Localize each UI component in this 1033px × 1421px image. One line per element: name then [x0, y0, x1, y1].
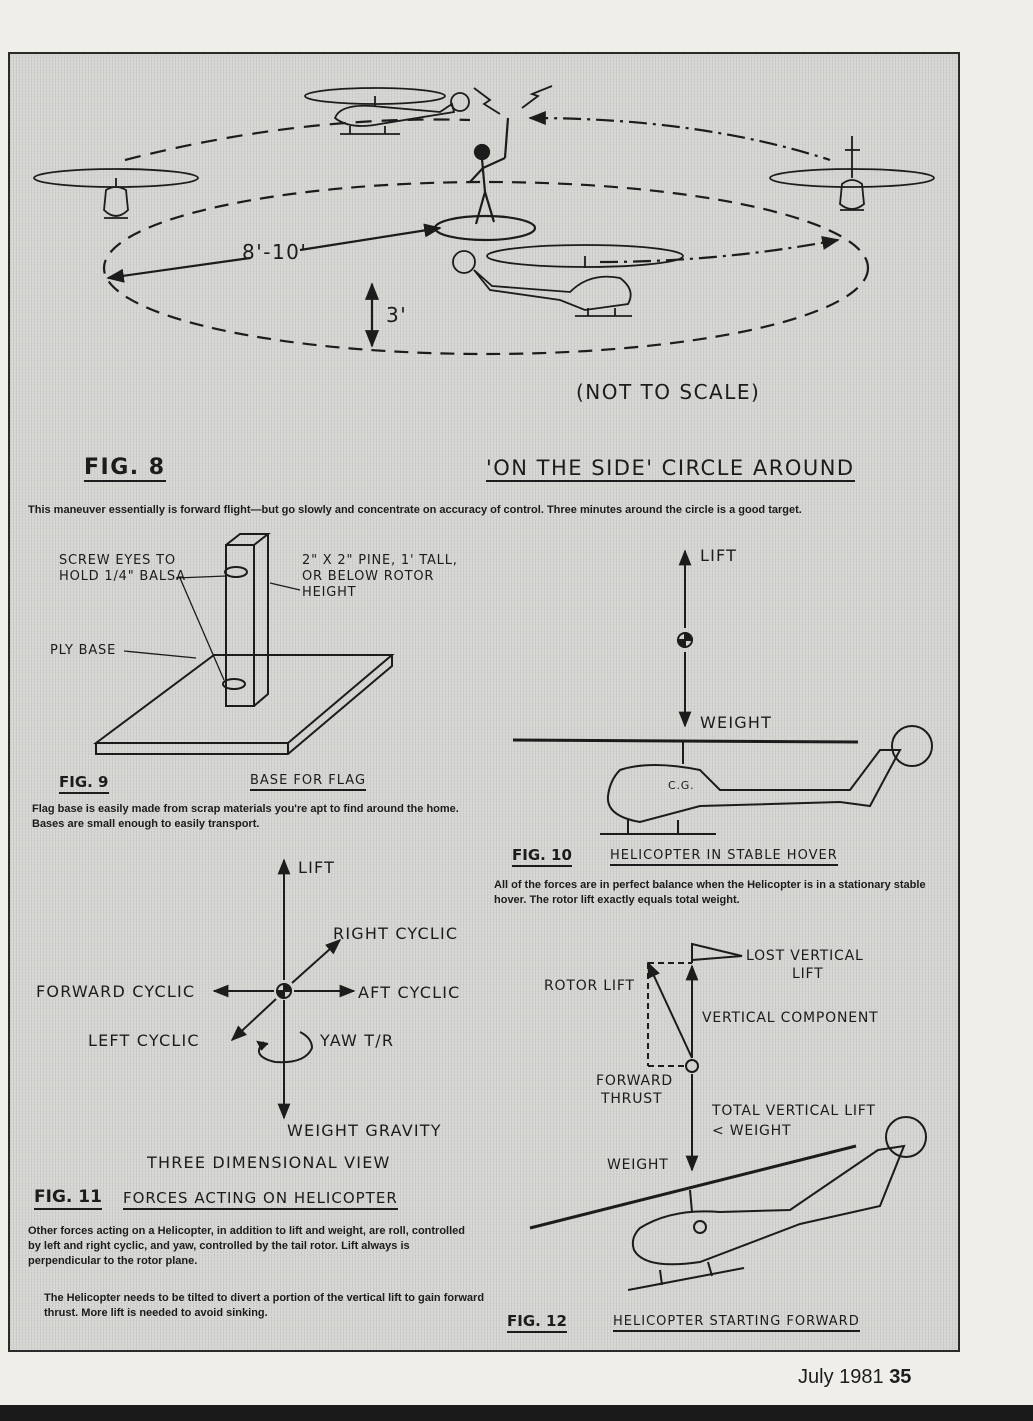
- left-cyclic-axis: [230, 998, 277, 1042]
- fig12-caption: The Helicopter needs to be tilted to div…: [44, 1292, 485, 1319]
- fig8-title: 'ON THE SIDE' CIRCLE AROUND: [486, 456, 855, 482]
- helicopter-body: [606, 749, 902, 824]
- lost-vertical-label-line2: LIFT: [792, 966, 824, 982]
- fig9-label: FIG. 9: [59, 773, 109, 794]
- pine-label-line2: OR BELOW ROTOR: [302, 569, 435, 584]
- weight-label: WEIGHT: [700, 713, 773, 732]
- helicopter-bottom: [452, 244, 684, 317]
- pine-post-front: [225, 544, 255, 707]
- fig10-caption: All of the forces are in perfect balance…: [494, 879, 926, 906]
- rotor-lift-vector: [647, 961, 693, 1059]
- helicopter-top: [304, 87, 470, 135]
- fig9-title: BASE FOR FLAG: [250, 773, 367, 791]
- fig11-title: FORCES ACTING ON HELICOPTER: [123, 1189, 398, 1210]
- lower-path-arrow: [599, 235, 840, 264]
- distance-label: 8'-10': [242, 240, 308, 264]
- pilot-circle: [433, 214, 537, 242]
- distance-arrow-left: [106, 256, 251, 283]
- page-bottom-edge: [0, 1405, 1033, 1421]
- screw-eye-bottom: [222, 678, 246, 690]
- total-vertical-label-line1: TOTAL VERTICAL LIFT: [712, 1103, 876, 1119]
- ply-base-edge: [95, 655, 393, 755]
- screw-eyes-label-line2: HOLD 1/4" BALSA: [59, 569, 186, 584]
- fig10-label: FIG. 10: [512, 846, 572, 867]
- not-to-scale-note: (NOT TO SCALE): [576, 380, 761, 404]
- aft-cyclic-label: AFT CYCLIC: [358, 983, 461, 1002]
- fig11-label: FIG. 11: [34, 1187, 102, 1210]
- yaw-arrow: [257, 1031, 314, 1064]
- forward-thrust-label-line1: FORWARD: [596, 1073, 673, 1089]
- right-cyclic-axis: [291, 938, 342, 984]
- fig11-caption: Other forces acting on a Helicopter, in …: [28, 1225, 465, 1267]
- lift-label: LIFT: [700, 546, 738, 565]
- upper-path: [124, 118, 471, 162]
- fig8-caption: This maneuver essentially is forward fli…: [28, 504, 802, 516]
- pine-label-line3: HEIGHT: [302, 585, 357, 600]
- screw-eye-top: [224, 566, 248, 578]
- yaw-label: YAW T/R: [320, 1031, 395, 1050]
- issue-date: July 1981: [798, 1366, 884, 1388]
- pine-label-line1: 2" X 2" PINE, 1' TALL,: [302, 553, 458, 568]
- cg-label: C.G.: [668, 779, 695, 792]
- ply-base-label: PLY BASE: [50, 643, 117, 658]
- right-cyclic-label: RIGHT CYCLIC: [333, 924, 459, 943]
- fig9-caption: Flag base is easily made from scrap mate…: [32, 803, 459, 830]
- forward-thrust-label-line2: THRUST: [601, 1091, 663, 1107]
- helicopter-left: [33, 168, 199, 219]
- ply-base-top: [92, 654, 395, 744]
- fig12-diagram: [529, 942, 927, 1291]
- screw-eyes-label-line1: SCREW EYES TO: [59, 553, 176, 568]
- page-number: 35: [889, 1366, 912, 1388]
- page-footer: July 1981 35: [798, 1366, 911, 1389]
- distance-arrow-right: [299, 223, 442, 252]
- rotor-blades: [512, 738, 859, 744]
- weight-label: WEIGHT: [607, 1157, 669, 1173]
- pilot-figure: [469, 85, 553, 225]
- fig12-label: FIG. 12: [507, 1312, 567, 1333]
- fig9-diagram: [92, 533, 395, 755]
- left-cyclic-label: LEFT CYCLIC: [88, 1031, 200, 1050]
- tilted-rotor: [529, 1144, 857, 1230]
- vertical-component-label: VERTICAL COMPONENT: [702, 1010, 879, 1026]
- fig10-diagram: [512, 549, 933, 835]
- fig11-diagram: [212, 858, 356, 1120]
- lost-lift-flag: [691, 942, 743, 962]
- three-dimensional-view-label: THREE DIMENSIONAL VIEW: [147, 1153, 391, 1172]
- fig10-title: HELICOPTER IN STABLE HOVER: [610, 848, 838, 866]
- rotor-lift-label: ROTOR LIFT: [544, 978, 635, 994]
- upper-path-arrow: [528, 110, 831, 162]
- helicopter-right: [769, 136, 935, 211]
- fig12-title: HELICOPTER STARTING FORWARD: [613, 1314, 860, 1332]
- tail-rotor: [891, 725, 933, 767]
- fig8-label: FIG. 8: [84, 455, 166, 482]
- height-label: 3': [386, 303, 408, 327]
- helicopter-body-tilted: [631, 1144, 906, 1266]
- weight-gravity-label: WEIGHT GRAVITY: [287, 1121, 442, 1140]
- lost-vertical-label-line1: LOST VERTICAL: [746, 948, 864, 964]
- flight-circle: [102, 180, 870, 356]
- forward-cyclic-label: FORWARD CYCLIC: [36, 982, 196, 1001]
- tail-rotor: [885, 1116, 927, 1158]
- lift-label: LIFT: [298, 858, 336, 877]
- total-vertical-label-line2: < WEIGHT: [712, 1123, 792, 1139]
- fig8-diagram: [33, 85, 935, 356]
